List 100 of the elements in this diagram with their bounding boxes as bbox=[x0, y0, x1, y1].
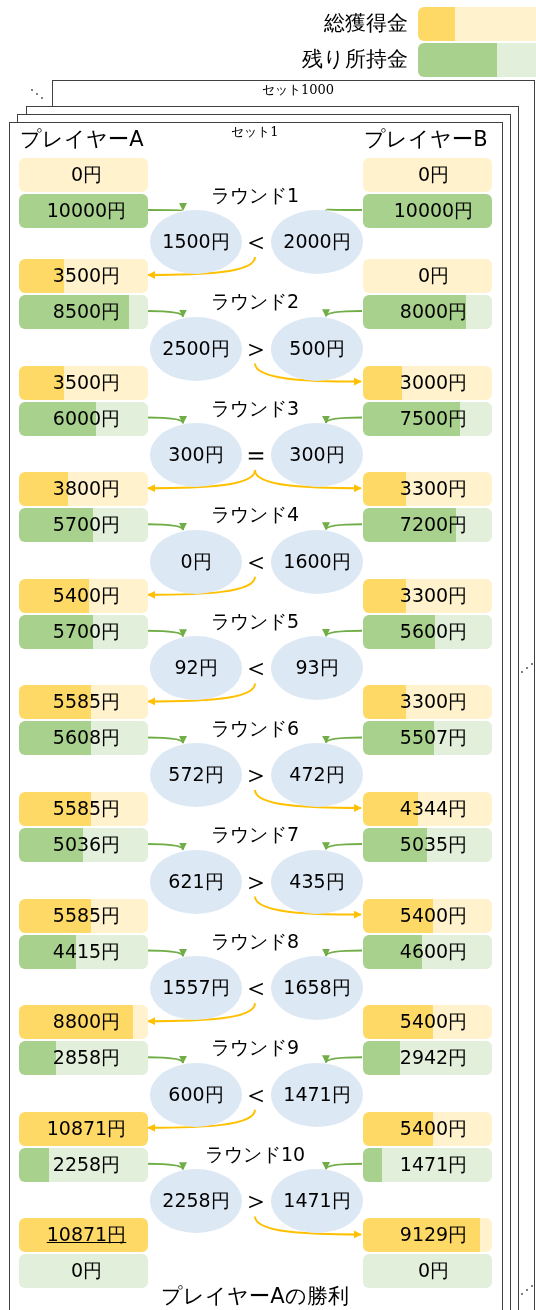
arrow bbox=[147, 256, 256, 279]
arrow bbox=[324, 414, 363, 424]
arrow bbox=[146, 415, 185, 425]
money-bar: 10000円 bbox=[19, 194, 148, 228]
sheet-title: セット1000 bbox=[260, 81, 336, 99]
winnings-bar: 5400円 bbox=[363, 1111, 492, 1146]
bid-ellipse: 2000円 bbox=[271, 210, 363, 274]
legend-label: 総獲得金 bbox=[324, 12, 408, 36]
winnings-bar: 0円 bbox=[363, 158, 492, 192]
winnings-bar: 5400円 bbox=[19, 578, 148, 613]
comparison-sign: ＞ bbox=[243, 332, 269, 365]
arrow bbox=[324, 947, 363, 957]
comparison-sign: ＜ bbox=[243, 545, 269, 578]
winnings-bar: 3800円 bbox=[19, 472, 148, 507]
arrow bbox=[324, 1054, 363, 1064]
winnings-bar: 3300円 bbox=[363, 685, 492, 720]
bid-ellipse: 572円 bbox=[150, 743, 242, 807]
arrow bbox=[254, 895, 362, 919]
sheet-frame bbox=[17, 114, 511, 122]
bid-ellipse: 2258円 bbox=[150, 1169, 242, 1234]
winnings-bar: 10871円 bbox=[19, 1111, 148, 1146]
arrow bbox=[146, 205, 184, 214]
arrow bbox=[146, 521, 185, 531]
money-bar: 5507円 bbox=[363, 721, 492, 756]
money-bar: 8500円 bbox=[19, 295, 148, 329]
arrow bbox=[324, 521, 363, 531]
money-bar: 7200円 bbox=[363, 508, 492, 543]
money-bar: 5600円 bbox=[363, 614, 492, 649]
winnings-bar: 4344円 bbox=[363, 792, 492, 826]
winnings-bar: 5585円 bbox=[19, 898, 148, 933]
winnings-bar: 3300円 bbox=[363, 578, 492, 613]
arrow bbox=[147, 575, 256, 599]
arrow bbox=[254, 469, 362, 493]
bid-ellipse: 1471円 bbox=[271, 1169, 363, 1234]
money-bar: 8000円 bbox=[363, 295, 492, 329]
comparison-sign: ＞ bbox=[243, 1185, 269, 1218]
money-bar: 5035円 bbox=[363, 828, 492, 862]
bid-ellipse: 1500円 bbox=[150, 210, 242, 274]
round-label: ラウンド10 bbox=[204, 1143, 306, 1165]
money-bar: 5700円 bbox=[19, 614, 148, 649]
round-label: ラウンド8 bbox=[210, 930, 300, 952]
sheet-frame bbox=[26, 106, 519, 114]
bid-ellipse: 0円 bbox=[150, 529, 242, 594]
bid-ellipse: 2500円 bbox=[150, 316, 242, 381]
money-bar: 2858円 bbox=[19, 1041, 148, 1076]
bid-ellipse: 1471円 bbox=[271, 1062, 363, 1127]
bid-ellipse: 92円 bbox=[150, 636, 242, 701]
arrow bbox=[147, 469, 256, 493]
winnings-bar: 0円 bbox=[19, 158, 148, 192]
comparison-sign: ＜ bbox=[243, 1078, 269, 1111]
money-bar: 5036円 bbox=[19, 828, 148, 862]
arrow bbox=[254, 362, 362, 386]
arrow bbox=[324, 841, 363, 851]
arrow bbox=[146, 841, 185, 851]
comparison-sign: ＞ bbox=[243, 865, 269, 898]
money-bar: 2258円 bbox=[19, 1147, 148, 1182]
bid-ellipse: 621円 bbox=[150, 849, 242, 914]
comparison-sign: ＜ bbox=[243, 972, 269, 1005]
winnings-bar: 8800円 bbox=[19, 1005, 148, 1040]
comparison-sign: ＜ bbox=[243, 652, 269, 685]
bid-ellipse: 500円 bbox=[271, 316, 363, 381]
round-label: ラウンド4 bbox=[210, 504, 300, 526]
bid-ellipse: 1658円 bbox=[271, 956, 363, 1021]
arrow bbox=[146, 628, 185, 638]
comparison-sign: ＝ bbox=[243, 439, 269, 472]
round-label: ラウンド6 bbox=[210, 717, 300, 739]
bid-ellipse: 1557円 bbox=[150, 956, 242, 1021]
winnings-bar: 5400円 bbox=[363, 898, 492, 933]
result-text: プレイヤーAの勝利 bbox=[161, 1285, 349, 1309]
winnings-bar: 3000円 bbox=[363, 365, 492, 400]
arrow bbox=[254, 1215, 362, 1239]
round-label: ラウンド1 bbox=[210, 184, 300, 206]
winnings-bar: 5585円 bbox=[19, 685, 148, 720]
bid-ellipse: 600円 bbox=[150, 1062, 242, 1127]
bid-ellipse: 300円 bbox=[150, 423, 242, 488]
player-heading: プレイヤーA bbox=[20, 128, 144, 152]
bid-ellipse: 93円 bbox=[271, 636, 363, 701]
round-label: ラウンド5 bbox=[210, 610, 300, 632]
arrow bbox=[147, 1108, 256, 1132]
arrow bbox=[324, 628, 363, 638]
winnings-bar: 3300円 bbox=[363, 472, 492, 507]
money-bar: 2942円 bbox=[363, 1041, 492, 1076]
winnings-bar: 3500円 bbox=[19, 259, 148, 293]
sheet-frame bbox=[9, 122, 503, 1310]
arrow bbox=[146, 735, 185, 745]
arrow bbox=[146, 308, 185, 318]
winnings-bar: 5585円 bbox=[19, 792, 148, 826]
money-bar: 0円 bbox=[19, 1254, 148, 1289]
money-bar: 5608円 bbox=[19, 721, 148, 756]
money-bar: 5700円 bbox=[19, 508, 148, 543]
round-label: ラウンド7 bbox=[210, 824, 300, 846]
round-label: ラウンド3 bbox=[210, 397, 300, 419]
bid-ellipse: 435円 bbox=[271, 849, 363, 914]
sheet-frame bbox=[52, 80, 535, 106]
winnings-bar: 5400円 bbox=[363, 1005, 492, 1040]
money-bar: 1471円 bbox=[363, 1147, 492, 1182]
winnings-bar: 3500円 bbox=[19, 365, 148, 400]
arrow bbox=[254, 789, 362, 812]
winnings-bar: 9129円 bbox=[363, 1218, 492, 1253]
round-label: ラウンド9 bbox=[210, 1037, 300, 1059]
